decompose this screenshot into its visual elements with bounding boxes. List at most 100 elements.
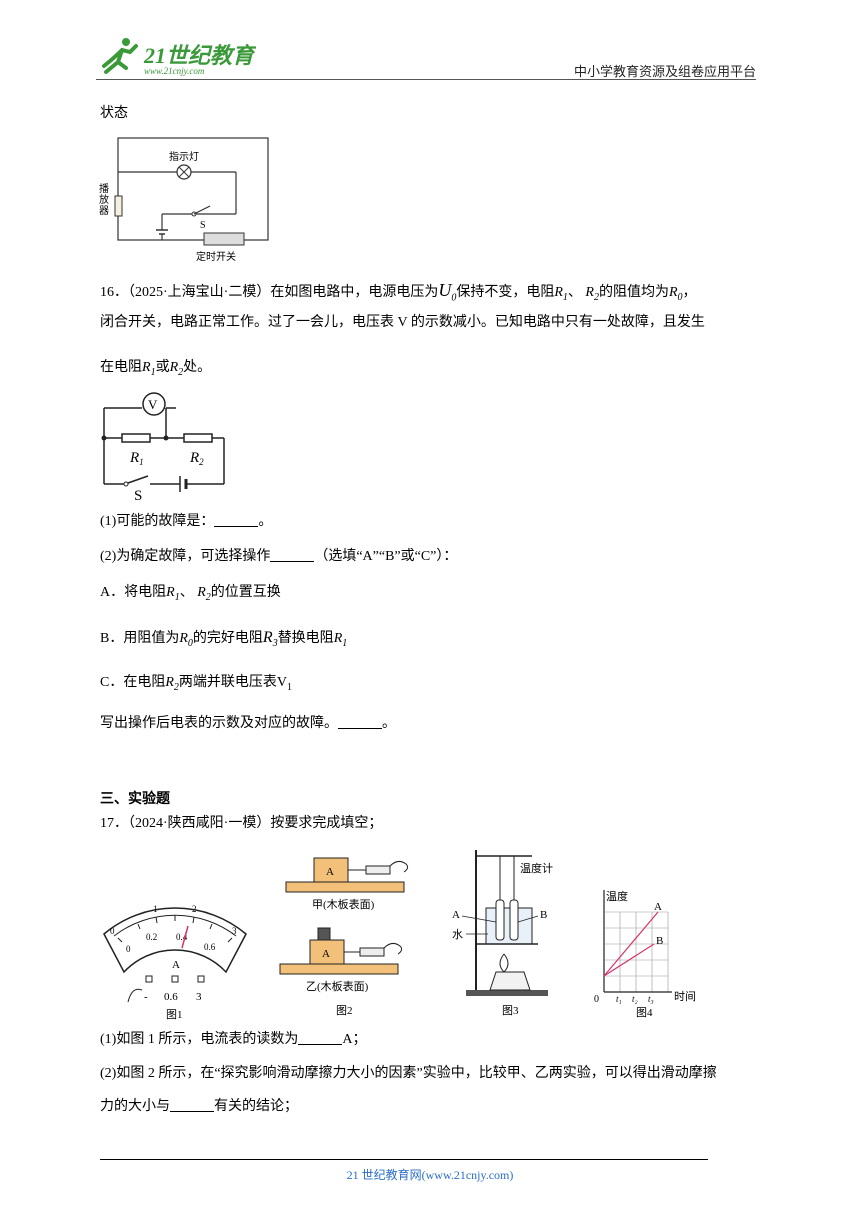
r2-symbol: R2 xyxy=(585,285,599,303)
scale-bottom-0: 0 xyxy=(126,944,131,954)
scale-top-1: 1 xyxy=(153,904,158,914)
answer-blank-2[interactable] xyxy=(270,547,315,562)
scale-bottom-3: 0.6 xyxy=(204,942,216,952)
block-a-label-1: A xyxy=(326,866,334,878)
q17-stem: 17．（2024·陕西咸阳·一模）按要求完成填空； xyxy=(100,816,383,831)
q16-stem-line3: 在电阻R1或R2处。 xyxy=(100,358,211,383)
opt-b-end: 替换电阻 xyxy=(277,631,334,646)
q16-stem-c: 的阻值均为 xyxy=(598,285,669,300)
fig4-caption: 图4 xyxy=(636,1006,653,1019)
resistor-r1 xyxy=(121,433,151,443)
r1-symbol-2: R1 xyxy=(142,360,156,378)
terminal-3: 3 xyxy=(196,991,202,1003)
line-b xyxy=(603,943,655,977)
figure-2-friction: A 甲(木板表面) A 乙(木板表面) 图2 xyxy=(266,852,426,1027)
block-a-label-2: A xyxy=(322,948,330,960)
spring-scale-2 xyxy=(359,947,385,957)
voltmeter-icon xyxy=(142,392,166,416)
resistor-r2 xyxy=(183,433,213,443)
board-bottom xyxy=(279,963,399,975)
needle xyxy=(181,925,189,949)
thermometer-label: 温度计 xyxy=(520,861,553,875)
logo-text: 21世纪教育 xyxy=(143,43,256,68)
q16-stem3-b: 或 xyxy=(155,360,170,375)
q17-p1-end: A； xyxy=(342,1032,367,1047)
switch-label: S xyxy=(200,220,206,231)
q16-part1: (1)可能的故障是：。 xyxy=(100,512,272,532)
board-top xyxy=(285,881,405,893)
origin-label: 0 xyxy=(594,994,599,1005)
flame-icon xyxy=(499,953,509,973)
scale-top-0: 0 xyxy=(110,926,115,936)
opt-a-text: A．将电阻 xyxy=(100,585,167,600)
opt-c-r2: R2 xyxy=(165,675,179,693)
answer-blank-3[interactable] xyxy=(338,714,382,729)
tick-t2: t₂ xyxy=(632,994,638,1004)
switch-s-label: S xyxy=(134,488,142,504)
fig2-bottom-label: 乙(木板表面) xyxy=(306,979,369,993)
site-logo: 21世纪教育 www.21cnjy.com xyxy=(96,36,258,78)
label-a: A xyxy=(452,909,460,921)
scale-bottom-2: 0.4 xyxy=(176,932,188,942)
footer-divider xyxy=(100,1159,708,1160)
runner-icon xyxy=(102,38,138,74)
timer-switch xyxy=(203,232,245,246)
r0-symbol: R0 xyxy=(668,285,683,303)
footer-text[interactable]: 21 世纪教育网(www.21cnjy.com) xyxy=(346,1168,514,1182)
switch-s-icon xyxy=(127,475,149,484)
answer-blank-1[interactable] xyxy=(214,512,259,527)
opt-a-r1: R1 xyxy=(166,585,180,603)
answer-blank-4[interactable] xyxy=(298,1030,343,1045)
opt-b-mid: 的完好电阻 xyxy=(192,631,263,646)
q16-write-end: 。 xyxy=(382,716,396,731)
u0-symbol: U0 xyxy=(438,280,457,304)
tube-b xyxy=(509,899,519,941)
opt-b-r3: R3 xyxy=(262,629,278,650)
meter-unit: A xyxy=(172,959,180,971)
q16-stem-line1: 16．（2025·上海宝山·二模）在如图电路中，电源电压为U0保持不变，电阻R1… xyxy=(100,280,697,304)
scale-top-3: 3 xyxy=(232,926,237,936)
label-water: 水 xyxy=(452,928,463,941)
answer-blank-5[interactable] xyxy=(170,1097,214,1112)
figure-4-graph: 温度 时间 0 t₁ t₂ t₃ A B 图4 xyxy=(590,882,710,1027)
q17-p2-a: 力的大小与 xyxy=(100,1099,170,1114)
weight xyxy=(317,927,331,941)
q17-p2-b: 有关的结论； xyxy=(214,1099,298,1114)
circuit-diagram-timer: 指示灯 播放器 S 定时开关 xyxy=(96,134,276,269)
r2-symbol-2: R2 xyxy=(169,360,184,378)
figure-3-heating: 温度计 A B 水 图3 xyxy=(448,846,568,1027)
q17-part2-line1: (2)如图 2 所示，在“探究影响滑动摩擦力大小的因素”实验中，比较甲、乙两实验… xyxy=(100,1066,717,1081)
q16-option-b: B．用阻值为R0的完好电阻R3替换电阻R1 xyxy=(100,628,347,654)
r1-symbol: R1 xyxy=(554,285,568,303)
voltmeter-label: V xyxy=(148,397,158,412)
tick-t1: t₁ xyxy=(616,994,622,1004)
speaker-label: 播放器 xyxy=(99,182,109,217)
q16-option-a: A．将电阻R1、 R2的位置互换 xyxy=(100,585,281,603)
circuit-diagram-q16: V R1 R2 S xyxy=(96,390,236,511)
spring-scale-1 xyxy=(365,865,391,875)
q16-stem3-c: 处。 xyxy=(183,360,212,375)
figure-1-ammeter: 0 1 2 3 0 0.2 0.4 0.6 A - 0.6 3 图1 xyxy=(98,890,258,1029)
terminal-0-6: 0.6 xyxy=(164,991,178,1003)
block-a-bottom xyxy=(309,939,345,965)
opt-c-text: C．在电阻 xyxy=(100,675,166,690)
opt-c-v1: V1 xyxy=(276,675,293,693)
block-a-top xyxy=(313,857,349,883)
r2-label: R2 xyxy=(189,450,204,467)
lamp-label: 指示灯 xyxy=(169,150,199,163)
label-b: B xyxy=(540,909,547,921)
beaker xyxy=(485,907,533,945)
line-a-label: A xyxy=(654,901,662,913)
state-text: 状态 xyxy=(100,106,128,121)
q16-write-text: 写出操作后电表的示数及对应的故障。 xyxy=(100,716,338,731)
scale-bottom-1: 0.2 xyxy=(146,932,157,942)
q16-write: 写出操作后电表的示数及对应的故障。 。 xyxy=(100,714,396,734)
fig1-caption: 图1 xyxy=(166,1008,183,1021)
alcohol-lamp xyxy=(489,971,531,991)
q16-stem3-a: 在电阻 xyxy=(100,360,142,375)
timer-label: 定时开关 xyxy=(196,250,236,263)
fig3-caption: 图3 xyxy=(502,1004,519,1017)
stand-base xyxy=(466,990,548,996)
fig2-top-label: 甲(木板表面) xyxy=(312,897,375,911)
